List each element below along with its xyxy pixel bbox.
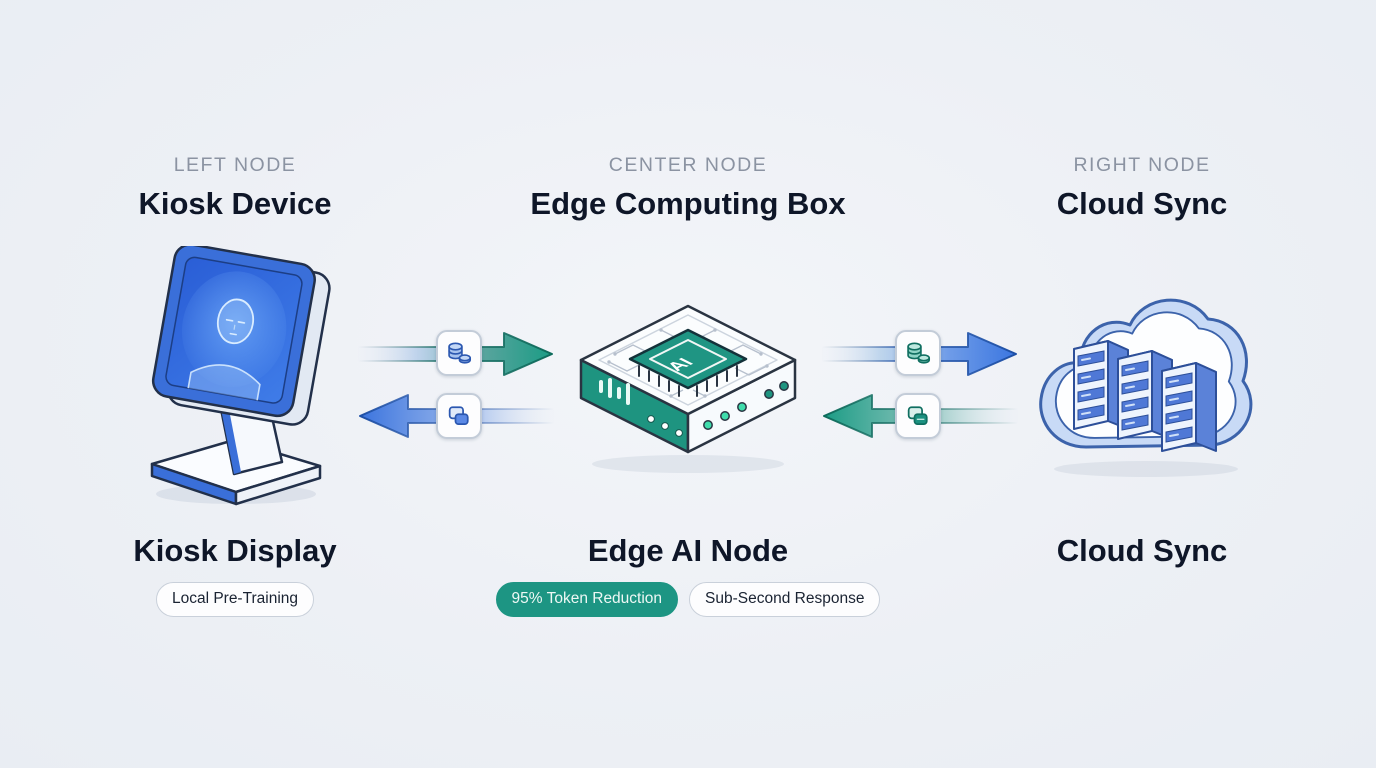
response-sync-chip [895, 393, 941, 439]
response-transfer-chip [436, 393, 482, 439]
signal-bars [599, 378, 630, 405]
left-badge-row: Local Pre-Training [85, 582, 385, 617]
database-icon [448, 342, 472, 364]
kiosk-illustration [138, 246, 334, 508]
server-racks [1073, 340, 1217, 452]
chip-pins [638, 365, 738, 397]
cloud-illustration [1028, 281, 1256, 479]
kiosk-icon [150, 246, 331, 506]
cloud-servers-icon [1039, 298, 1253, 477]
circuit-traces [607, 328, 769, 398]
copy-icon [907, 406, 928, 426]
data-sync-chip [895, 330, 941, 376]
database-icon [907, 342, 931, 364]
edge-computing-box-icon: AI [579, 304, 797, 473]
left-node-eyebrow: LEFT NODE [173, 154, 297, 176]
center-caption: Edge AI Node [587, 533, 789, 568]
edge-box-illustration: AI [573, 292, 803, 476]
sub-second-response-badge: Sub-Second Response [689, 582, 881, 617]
status-dots-right [703, 381, 789, 430]
left-caption: Kiosk Display [133, 533, 337, 568]
token-reduction-badge: 95% Token Reduction [495, 582, 679, 617]
right-node-title: Cloud Sync [1056, 186, 1228, 221]
center-badge-row: 95% Token Reduction Sub-Second Response [488, 582, 888, 617]
status-dots-left [647, 415, 683, 437]
right-node-header: RIGHT NODE Cloud Sync [992, 154, 1292, 222]
left-node-header: LEFT NODE Kiosk Device [85, 154, 385, 222]
copy-icon [448, 406, 469, 426]
data-transfer-chip [436, 330, 482, 376]
left-node-title: Kiosk Device [138, 186, 332, 221]
center-node-eyebrow: CENTER NODE [608, 154, 768, 176]
center-node-title: Edge Computing Box [530, 186, 846, 221]
right-caption: Cloud Sync [1056, 533, 1228, 568]
right-node-eyebrow: RIGHT NODE [1073, 154, 1211, 176]
center-node-header: CENTER NODE Edge Computing Box [513, 154, 863, 222]
local-pretraining-badge: Local Pre-Training [155, 582, 315, 617]
ai-chip-icon: AI [628, 328, 748, 390]
